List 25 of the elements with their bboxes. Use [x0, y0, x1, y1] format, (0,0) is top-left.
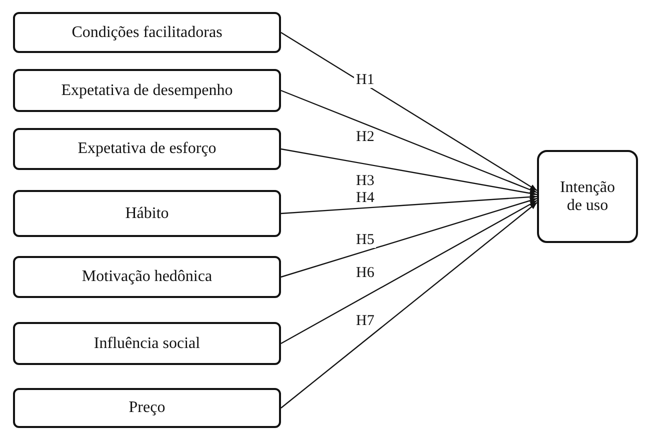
arrow — [280, 202, 538, 408]
node-text: Influência social — [94, 334, 200, 352]
arrow — [280, 194, 538, 214]
factor-box — [13, 388, 281, 428]
node-text: Hábito — [125, 204, 169, 222]
arrow — [280, 32, 538, 192]
node-text: Intenção de uso — [558, 178, 616, 214]
factor-box — [13, 69, 281, 112]
factor-box — [13, 322, 281, 365]
factor-box — [13, 12, 281, 53]
arrow — [280, 148, 538, 196]
arrow — [280, 200, 538, 344]
edge-label: H5 — [354, 232, 376, 248]
node-text: Motivação hedônica — [82, 268, 212, 286]
node-text: Condições facilitadoras — [72, 24, 222, 42]
outcome-box — [537, 150, 638, 243]
node-text: Expetativa de esforço — [78, 140, 216, 158]
node-text: Expetativa de desempenho — [61, 82, 233, 100]
factor-box — [13, 256, 281, 298]
factor-box — [13, 190, 281, 237]
factor-box — [13, 128, 281, 170]
edge-label: H1 — [354, 72, 376, 88]
node-text: Preço — [128, 399, 166, 417]
arrow — [280, 198, 538, 278]
arrow — [280, 90, 538, 194]
